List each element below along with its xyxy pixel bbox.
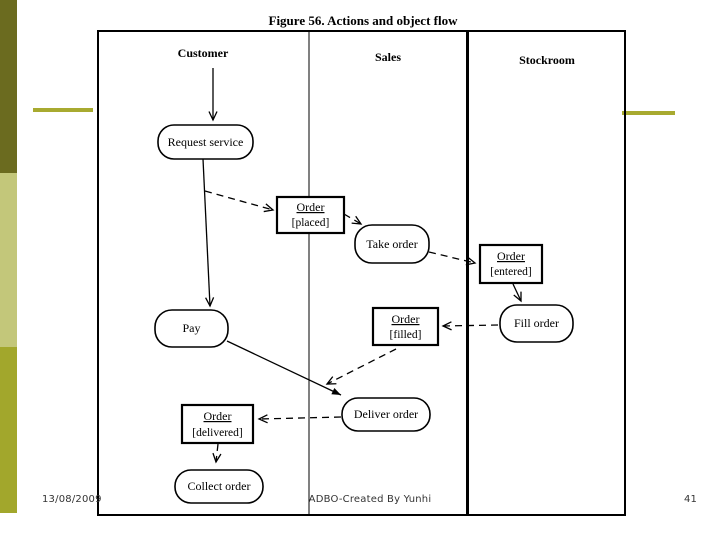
object-node-order-delivered: Order [delivered]: [180, 403, 255, 445]
object-name-order-entered: Order: [497, 249, 525, 263]
sidebar-accent-bottom: [0, 347, 17, 513]
edge-order-filled-to-deliver-order: [325, 348, 397, 385]
action-shape-request-service: [157, 124, 254, 160]
action-label-request-service: Request service: [168, 135, 244, 149]
edge-request-service-to-pay: [202, 158, 215, 308]
edge-pay-to-deliver-order: [226, 340, 342, 396]
divider-line-right: [622, 111, 675, 115]
footer-date: 13/08/2009: [42, 494, 102, 505]
action-shape-take-order: [354, 224, 430, 264]
action-label-fill-order: Fill order: [514, 316, 559, 330]
object-state-order-delivered: [delivered]: [192, 427, 242, 439]
action-shape-pay: [154, 309, 229, 348]
action-label-deliver-order: Deliver order: [354, 407, 418, 421]
object-shape-order-entered: [478, 243, 544, 285]
action-node-collect-order: Collect order: [174, 469, 264, 504]
object-node-order-entered: Order [entered]: [478, 243, 544, 285]
object-name-order-placed: Order: [297, 200, 325, 214]
footer-credit: ADBO-Created By Yunhi: [308, 494, 432, 505]
footer-page-number: 41: [684, 494, 698, 505]
sidebar-accent-top: [0, 0, 17, 173]
object-state-order-entered: [entered]: [490, 266, 532, 278]
divider-line-left: [33, 108, 93, 112]
object-node-order-filled: Order [filled]: [371, 306, 440, 347]
sidebar-accent-middle: [0, 173, 17, 347]
edge-order-entered-to-fill-order: [512, 283, 522, 303]
action-label-take-order: Take order: [366, 237, 417, 251]
action-label-pay: Pay: [183, 321, 201, 335]
object-state-order-placed: [placed]: [292, 217, 330, 229]
edge-request-service-to-order-placed: [204, 190, 275, 213]
edge-deliver-order-to-order-delivered: [257, 414, 342, 424]
action-node-request-service: Request service: [157, 124, 254, 160]
action-node-deliver-order: Deliver order: [341, 397, 431, 432]
object-shape-order-filled: [371, 306, 440, 347]
edge-order-delivered-to-collect-order: [212, 443, 222, 464]
object-state-order-filled: [filled]: [390, 329, 422, 341]
edge-order-placed-to-take-order: [343, 213, 363, 225]
figure-title: Figure 56. Actions and object flow: [269, 13, 459, 28]
edge-fill-order-to-order-filled: [441, 321, 499, 331]
object-name-order-filled: Order: [392, 312, 420, 326]
object-shape-order-delivered: [180, 403, 255, 445]
action-node-fill-order: Fill order: [499, 304, 574, 343]
action-node-pay: Pay: [154, 309, 229, 348]
diagram-frame: [97, 30, 626, 516]
action-node-take-order: Take order: [354, 224, 430, 264]
lane-label-customer: Customer: [178, 46, 229, 60]
action-label-collect-order: Collect order: [188, 479, 251, 493]
action-shape-collect-order: [174, 469, 264, 504]
object-name-order-delivered: Order: [204, 409, 232, 423]
action-shape-deliver-order: [341, 397, 431, 432]
action-shape-fill-order: [499, 304, 574, 343]
edge-take-order-to-order-entered: [428, 251, 477, 266]
object-shape-order-placed: [275, 195, 346, 235]
lane-label-stockroom: Stockroom: [519, 53, 575, 67]
object-node-order-placed: Order [placed]: [275, 195, 346, 235]
lane-label-sales: Sales: [375, 50, 401, 64]
